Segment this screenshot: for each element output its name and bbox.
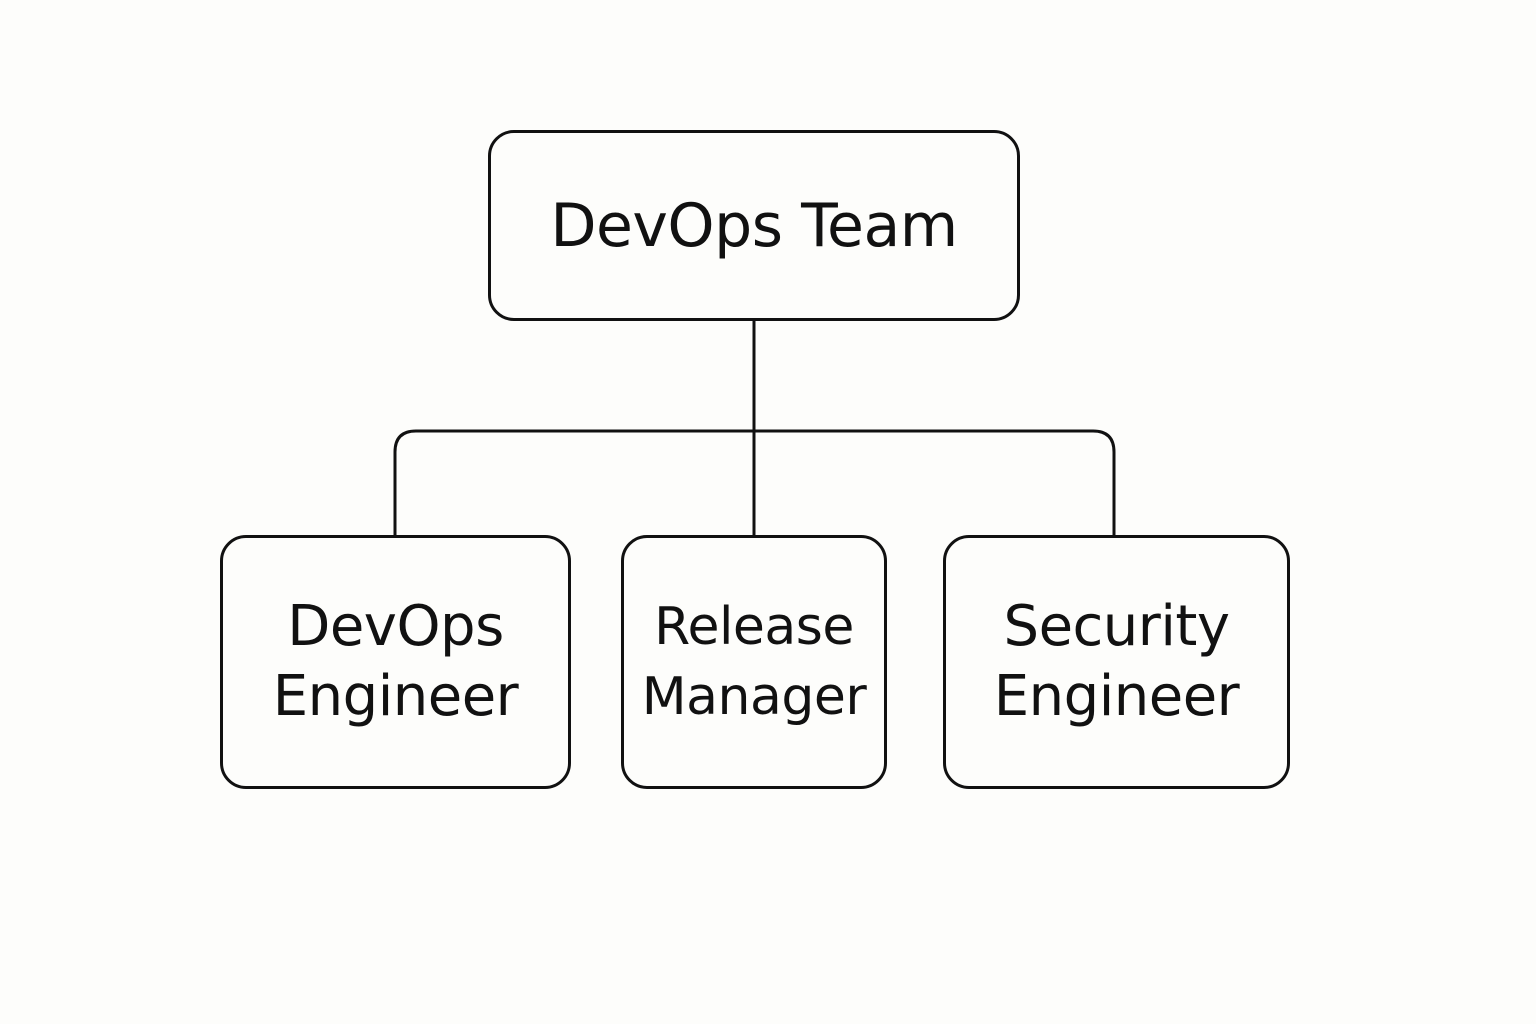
child-node-label-line1: Security [1003,594,1230,659]
child-node-label-line2: Engineer [993,664,1240,729]
child-node-release-manager: Release Manager [621,535,887,789]
child-node-label-line1: DevOps [287,594,504,659]
root-node-label: DevOps Team [550,190,958,261]
root-node-devops-team: DevOps Team [488,130,1020,321]
child-node-label-line2: Engineer [272,664,519,729]
child-node-label-line1: Release [654,597,854,657]
connector-bus [393,429,1116,536]
child-node-security-engineer: Security Engineer [943,535,1290,789]
child-node-label-line2: Manager [641,667,867,727]
child-node-devops-engineer: DevOps Engineer [220,535,571,789]
